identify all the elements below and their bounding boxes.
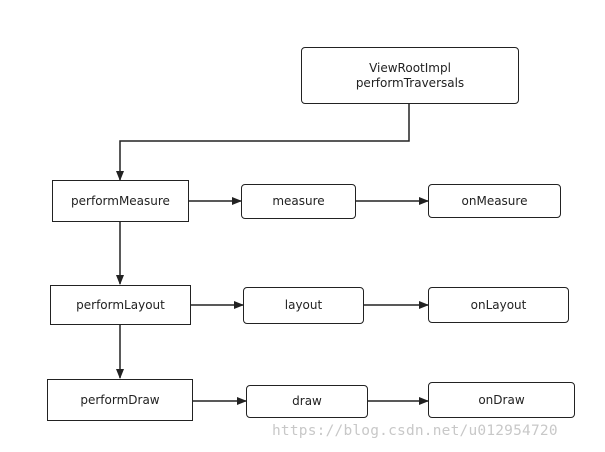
viewrootimpl-label: ViewRootImpl (369, 60, 451, 75)
performtraversals-label: performTraversals (355, 75, 465, 90)
arrow-root-to-performmeasure (116, 104, 410, 181)
performlayout-node: performLayout (50, 285, 191, 325)
draw-node: draw (246, 385, 368, 418)
viewrootimpl-node: ViewRootImpl performTraversals (301, 47, 519, 104)
onlayout-node: onLayout (428, 287, 569, 323)
measure-node: measure (241, 184, 356, 219)
performdraw-node: performDraw (47, 379, 193, 421)
watermark-text: https://blog.csdn.net/u012954720 (272, 423, 558, 439)
ondraw-node: onDraw (428, 382, 575, 418)
layout-node: layout (243, 287, 364, 324)
onmeasure-node: onMeasure (428, 184, 561, 218)
performmeasure-node: performMeasure (52, 180, 189, 222)
